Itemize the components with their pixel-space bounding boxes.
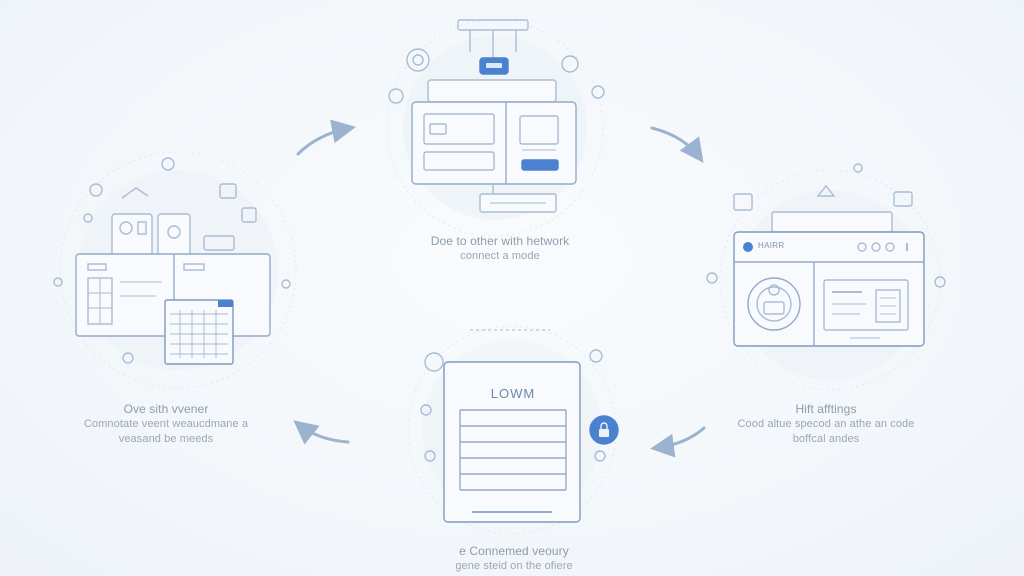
step-top-illustration [388, 19, 605, 213]
qr-icon [875, 289, 901, 323]
hub-bar [457, 19, 529, 31]
cloud-icon [121, 187, 149, 199]
caption-left-line-3: veasand be meeds [118, 433, 214, 445]
caption-right-title: Hift afftings [795, 402, 857, 416]
caption-bottom: e Connemed veoury gene steid on the ofie… [406, 544, 622, 574]
settings-icon [241, 207, 257, 223]
back-window [771, 211, 893, 233]
flow-arrow-left-to-top [296, 119, 356, 156]
step-left-illustration [53, 157, 291, 365]
caption-top-line-2: connect a mode [460, 250, 540, 262]
caption-left-line-2: Comnotate veent weaucdmane a [83, 418, 249, 430]
flow-arrow-right-to-bottom [650, 426, 706, 458]
device-phone [111, 213, 153, 259]
user-icon [388, 88, 404, 104]
caption-bottom-line-2: gene steid on the ofiere [455, 560, 573, 572]
clock-icon [424, 352, 444, 372]
caption-right: Hift afftings Cood altue specod an athe … [716, 402, 936, 447]
flow-arrows [293, 119, 706, 458]
settings-icon [561, 55, 579, 73]
settings-panel [823, 279, 909, 331]
caption-left: Ove sith vvener Comnotate veent weaucdma… [56, 402, 276, 447]
gear-icon [406, 48, 430, 72]
panel-preview [519, 115, 559, 145]
panel-field [423, 151, 495, 171]
cloud-icon [816, 184, 836, 197]
caption-bottom-title: e Connemed veoury [459, 544, 569, 558]
window-brand: HAIRR [758, 241, 785, 250]
clock-icon [161, 157, 175, 171]
mail-icon [89, 183, 103, 197]
mail-icon [591, 85, 605, 99]
halo-top [386, 19, 604, 237]
flow-arrow-top-to-right [650, 126, 704, 163]
caption-top-line-1: Doe to other with hetwork [430, 234, 570, 248]
window-logo [743, 242, 753, 252]
caption-left-title: Ove sith vvener [123, 402, 209, 416]
window-control [857, 242, 867, 252]
gear-icon [747, 277, 801, 331]
lock-icon [219, 183, 237, 199]
caption-right-line-3: boffcal andes [792, 433, 860, 445]
flow-arrow-bottom-to-left [293, 420, 350, 445]
connect-button [521, 159, 559, 171]
step-right-illustration [706, 163, 946, 347]
monitor-top-bar [427, 79, 557, 103]
device-tablet [157, 213, 191, 259]
mail-icon [733, 193, 753, 211]
calendar-grid [170, 310, 228, 358]
login-screen-title: LOWM [490, 386, 536, 401]
window-control [885, 242, 895, 252]
step-bottom-illustration [420, 329, 619, 523]
caption-right-line-2: Cood altue specod an athe an code [737, 418, 915, 430]
window-control [871, 242, 881, 252]
settings-icon [893, 191, 913, 207]
halo-left [59, 151, 297, 389]
halo-right [719, 169, 941, 391]
panel-card [423, 113, 495, 145]
login-form [459, 409, 567, 491]
caption-top: Doe to other with hetwork connect a mode [400, 234, 600, 264]
